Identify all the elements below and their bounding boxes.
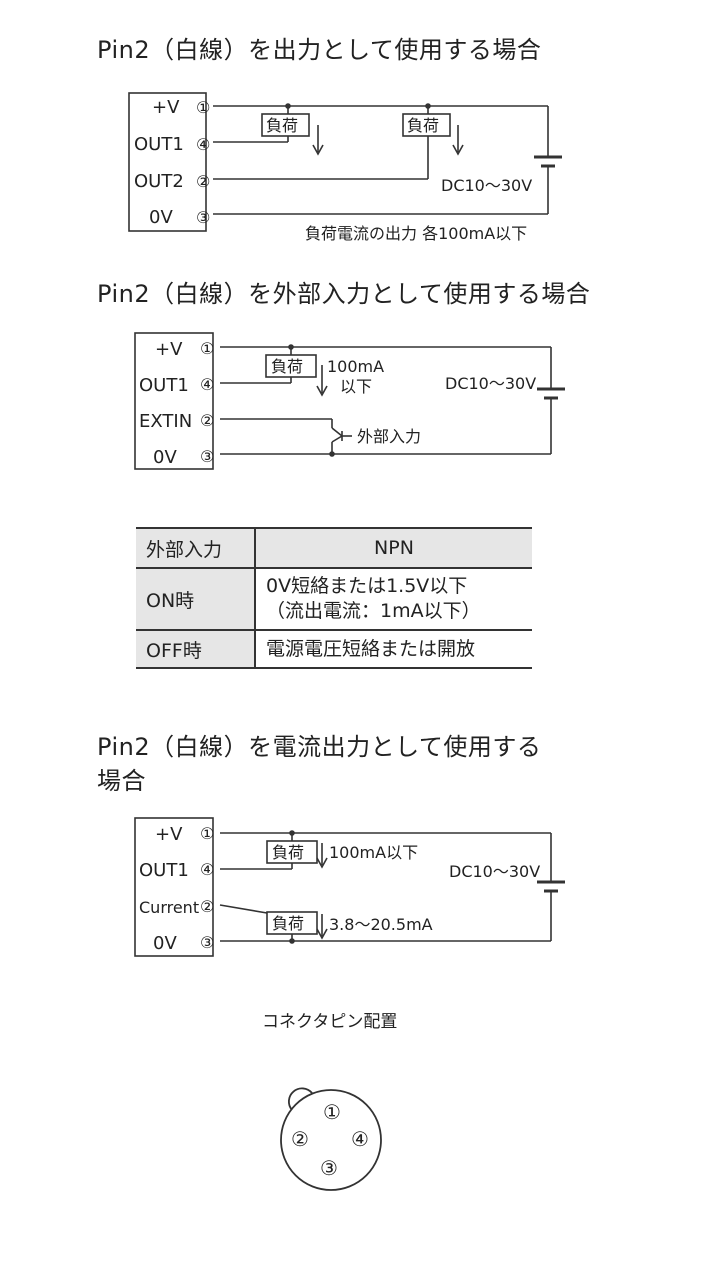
section3-title-cont: 場合: [97, 767, 146, 795]
wiring-diagram-extin: +V OUT1 EXTIN 0V ① ④ ② ③ 負荷 100mA 以下 DC1…: [134, 332, 565, 470]
pin-label-out2: OUT2: [134, 171, 184, 192]
row-value-on: 0V短絡または1.5V以下 （流出電流：1mA以下）: [255, 568, 532, 631]
wiring-diagram-current: +V OUT1 Current 0V ① ④ ② ③ 負荷 100mA以下 DC…: [134, 817, 565, 957]
connector-pin-3: ③: [320, 1156, 338, 1180]
load-label: 負荷: [272, 914, 304, 933]
load-current-note: 負荷電流の出力 各100mA以下: [305, 224, 527, 243]
load-label: 負荷: [407, 116, 439, 135]
pin-label-0v: 0V: [153, 933, 177, 954]
pin-number: ②: [196, 172, 210, 191]
sensor-box: [134, 817, 214, 957]
pin-label-vplus: +V: [152, 97, 180, 118]
load-label: 負荷: [272, 843, 304, 862]
pin-label-0v: 0V: [153, 447, 177, 468]
pin-label-0v: 0V: [149, 207, 173, 228]
connector-pin-2: ②: [291, 1127, 309, 1151]
supply-voltage: DC10～30V: [449, 862, 540, 881]
supply-voltage: DC10～30V: [441, 176, 532, 195]
table-header-input: 外部入力: [136, 527, 256, 569]
load-label: 負荷: [266, 116, 298, 135]
pin-number: ③: [200, 933, 214, 952]
load-box-2: [402, 113, 451, 137]
load-current-2: 3.8～20.5mA: [329, 915, 433, 934]
pin-label-out1: OUT1: [139, 860, 189, 881]
pin-number: ①: [196, 98, 210, 117]
table-row: ON時 0V短絡または1.5V以下 （流出電流：1mA以下）: [136, 568, 532, 631]
pin-label-extin: EXTIN: [139, 411, 192, 432]
load-label: 負荷: [271, 357, 303, 376]
table-row: OFF時 電源電圧短絡または開放: [136, 630, 532, 669]
table-header-npn: NPN: [255, 527, 532, 569]
sensor-box: [128, 92, 207, 232]
pin-number: ②: [200, 411, 214, 430]
connector-outline: [280, 1089, 382, 1191]
pin-number: ①: [200, 339, 214, 358]
pin-number: ④: [200, 860, 214, 879]
row-label-off: OFF時: [136, 630, 256, 669]
connector-pin-diagram: ① ② ④ ③: [280, 1087, 382, 1191]
pin-label-out1: OUT1: [139, 375, 189, 396]
pin-label-out1: OUT1: [134, 134, 184, 155]
section3-title: Pin2（白線）を電流出力として使用する: [97, 733, 542, 761]
pin-label-vplus: +V: [155, 339, 183, 360]
connector-key-notch: [287, 1087, 313, 1111]
load-box-1: [261, 113, 310, 137]
pin-number: ③: [200, 447, 214, 466]
wiring-diagram-output: +V OUT1 OUT2 0V ① ④ ② ③ 負荷 負荷 DC10～30V 負…: [128, 92, 562, 243]
load-current: 100mA: [327, 357, 384, 376]
pin-label-current: Current: [139, 898, 199, 917]
row-value-off: 電源電圧短絡または開放: [255, 630, 532, 669]
pin-number: ②: [200, 897, 214, 916]
row-label-on: ON時: [136, 568, 256, 631]
pin-label-vplus: +V: [155, 824, 183, 845]
section2-title: Pin2（白線）を外部入力として使用する場合: [97, 280, 591, 308]
pin-number: ④: [196, 135, 210, 154]
pin-number: ①: [200, 824, 214, 843]
sensor-box: [134, 332, 214, 470]
connector-caption: コネクタピン配置: [262, 1012, 398, 1032]
section1-title: Pin2（白線）を出力として使用する場合: [97, 36, 542, 64]
supply-voltage: DC10～30V: [445, 374, 536, 393]
pin-number: ③: [196, 208, 210, 227]
pin-number: ④: [200, 375, 214, 394]
external-input-table: 外部入力 NPN ON時 0V短絡または1.5V以下 （流出電流：1mA以下） …: [136, 527, 532, 669]
connector-pin-1: ①: [323, 1100, 341, 1124]
external-input-label: 外部入力: [357, 427, 421, 446]
load-current-unit: 以下: [340, 377, 372, 396]
connector-pin-4: ④: [351, 1127, 369, 1151]
load-current-1: 100mA以下: [329, 843, 418, 862]
